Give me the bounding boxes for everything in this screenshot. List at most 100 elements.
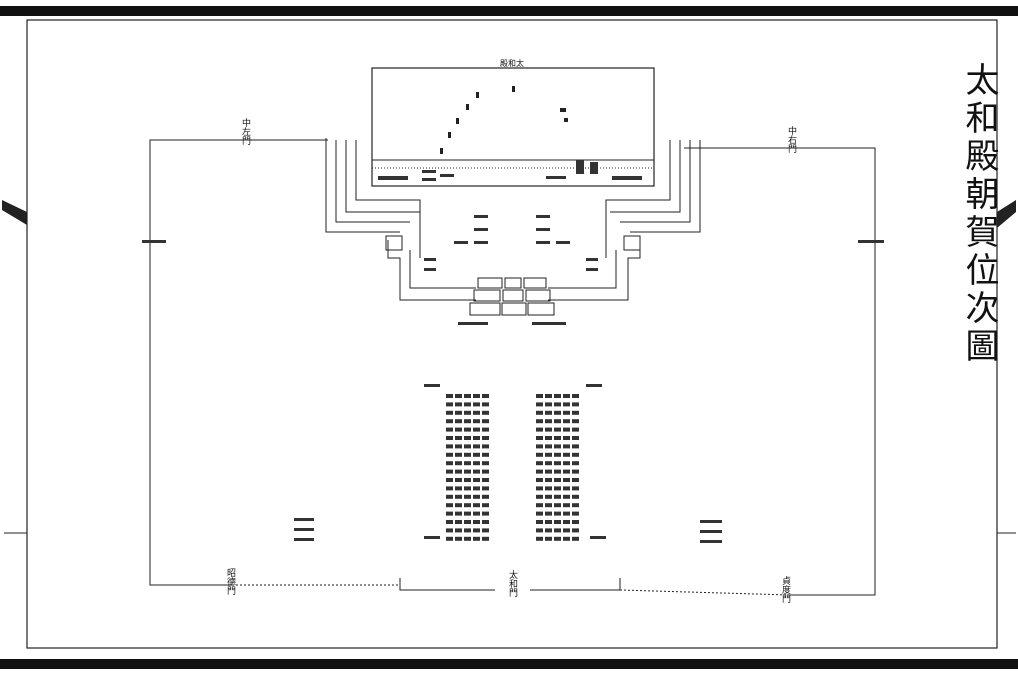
stair-block-5 <box>502 289 524 302</box>
rank-mark <box>536 486 543 491</box>
rank-mark <box>446 444 453 449</box>
rank-mark <box>563 444 570 449</box>
rank-mark <box>536 478 543 482</box>
rank-mark <box>554 494 561 499</box>
rank-mark <box>536 511 543 516</box>
throne-attendants <box>440 86 568 154</box>
rank-mark <box>446 394 453 398</box>
rank-mark <box>464 419 471 424</box>
terrace-left-1 <box>325 138 400 233</box>
rank-mark <box>464 469 471 474</box>
stair-block-4 <box>473 289 501 302</box>
rank-mark <box>446 528 453 533</box>
rank-mark <box>536 419 543 424</box>
diagram-title: 太和殿朝賀位次圖 <box>959 62 999 366</box>
rank-mark <box>563 511 570 516</box>
rank-mark <box>554 410 561 415</box>
rank-mark <box>545 469 552 474</box>
rank-mark <box>545 410 552 415</box>
top-border-band <box>0 6 1018 16</box>
civil-officials-column <box>446 394 489 541</box>
stair-block-6 <box>525 289 551 302</box>
rank-mark <box>464 436 471 440</box>
terrace-left-4 <box>355 140 421 258</box>
rank-mark <box>446 436 453 440</box>
rank-mark <box>446 427 453 432</box>
rank-mark <box>455 419 462 424</box>
rank-mark <box>572 520 579 524</box>
right-ear <box>623 235 641 251</box>
rank-mark <box>446 478 453 482</box>
rank-mark <box>473 436 480 440</box>
rank-mark <box>446 511 453 516</box>
rank-mark <box>572 478 579 482</box>
rank-mark <box>455 503 462 508</box>
stair-block-7 <box>469 302 501 316</box>
rank-mark <box>482 503 489 508</box>
hall-name-label: 殿和太 <box>500 59 524 68</box>
rank-mark <box>473 419 480 424</box>
rank-mark <box>446 419 453 424</box>
left-edge-mark <box>2 200 27 225</box>
rank-mark <box>473 461 480 466</box>
rank-mark <box>536 469 543 474</box>
rank-mark <box>536 410 543 415</box>
rank-mark <box>545 494 552 499</box>
rank-mark <box>455 394 462 398</box>
rank-mark <box>572 427 579 432</box>
rank-mark <box>482 410 489 415</box>
lower-terrace-left-inner <box>409 250 476 289</box>
rank-mark <box>536 436 543 440</box>
rank-mark <box>455 452 462 457</box>
rank-mark <box>482 402 489 407</box>
rank-mark <box>482 520 489 524</box>
rank-mark <box>572 452 579 457</box>
stair-block-3 <box>523 277 547 289</box>
rank-mark <box>563 436 570 440</box>
rank-mark <box>572 461 579 466</box>
rank-mark <box>473 494 480 499</box>
rank-mark <box>563 520 570 524</box>
rank-mark <box>536 394 543 398</box>
rank-mark <box>464 444 471 449</box>
rank-mark <box>446 536 453 541</box>
rank-mark <box>482 436 489 440</box>
rank-mark <box>455 486 462 491</box>
rank-mark <box>563 536 570 541</box>
courtyard-left-wall <box>149 139 328 586</box>
stair-block-9 <box>527 302 555 316</box>
rank-mark <box>572 486 579 491</box>
rank-mark <box>473 511 480 516</box>
rank-mark <box>464 394 471 398</box>
rank-mark <box>554 444 561 449</box>
rank-mark <box>563 394 570 398</box>
rank-mark <box>473 528 480 533</box>
rank-mark <box>545 419 552 424</box>
rank-mark <box>572 402 579 407</box>
rank-mark <box>455 528 462 533</box>
front-gate-right-bracket <box>530 578 621 591</box>
rank-mark <box>572 511 579 516</box>
rank-mark <box>482 511 489 516</box>
rank-mark <box>473 469 480 474</box>
rank-mark <box>554 528 561 533</box>
rank-mark <box>473 427 480 432</box>
courtyard-bottom-right <box>619 589 791 596</box>
hall-front-marks <box>378 160 642 181</box>
rank-mark <box>536 494 543 499</box>
rank-mark <box>572 469 579 474</box>
rank-mark <box>563 419 570 424</box>
gate-front-center-label: 太和門 <box>507 570 517 597</box>
rank-mark <box>464 520 471 524</box>
rank-mark <box>554 520 561 524</box>
rank-mark <box>446 494 453 499</box>
rank-mark <box>473 478 480 482</box>
outer-frame <box>26 19 998 649</box>
terrace-left-2 <box>335 140 410 223</box>
rank-mark <box>446 410 453 415</box>
right-edge-mark <box>997 200 1016 228</box>
rank-mark <box>554 469 561 474</box>
bottom-border-band <box>0 659 1018 669</box>
gate-left-middle-label: 中左門 <box>240 118 250 145</box>
lower-terrace-right-inner <box>548 250 617 289</box>
